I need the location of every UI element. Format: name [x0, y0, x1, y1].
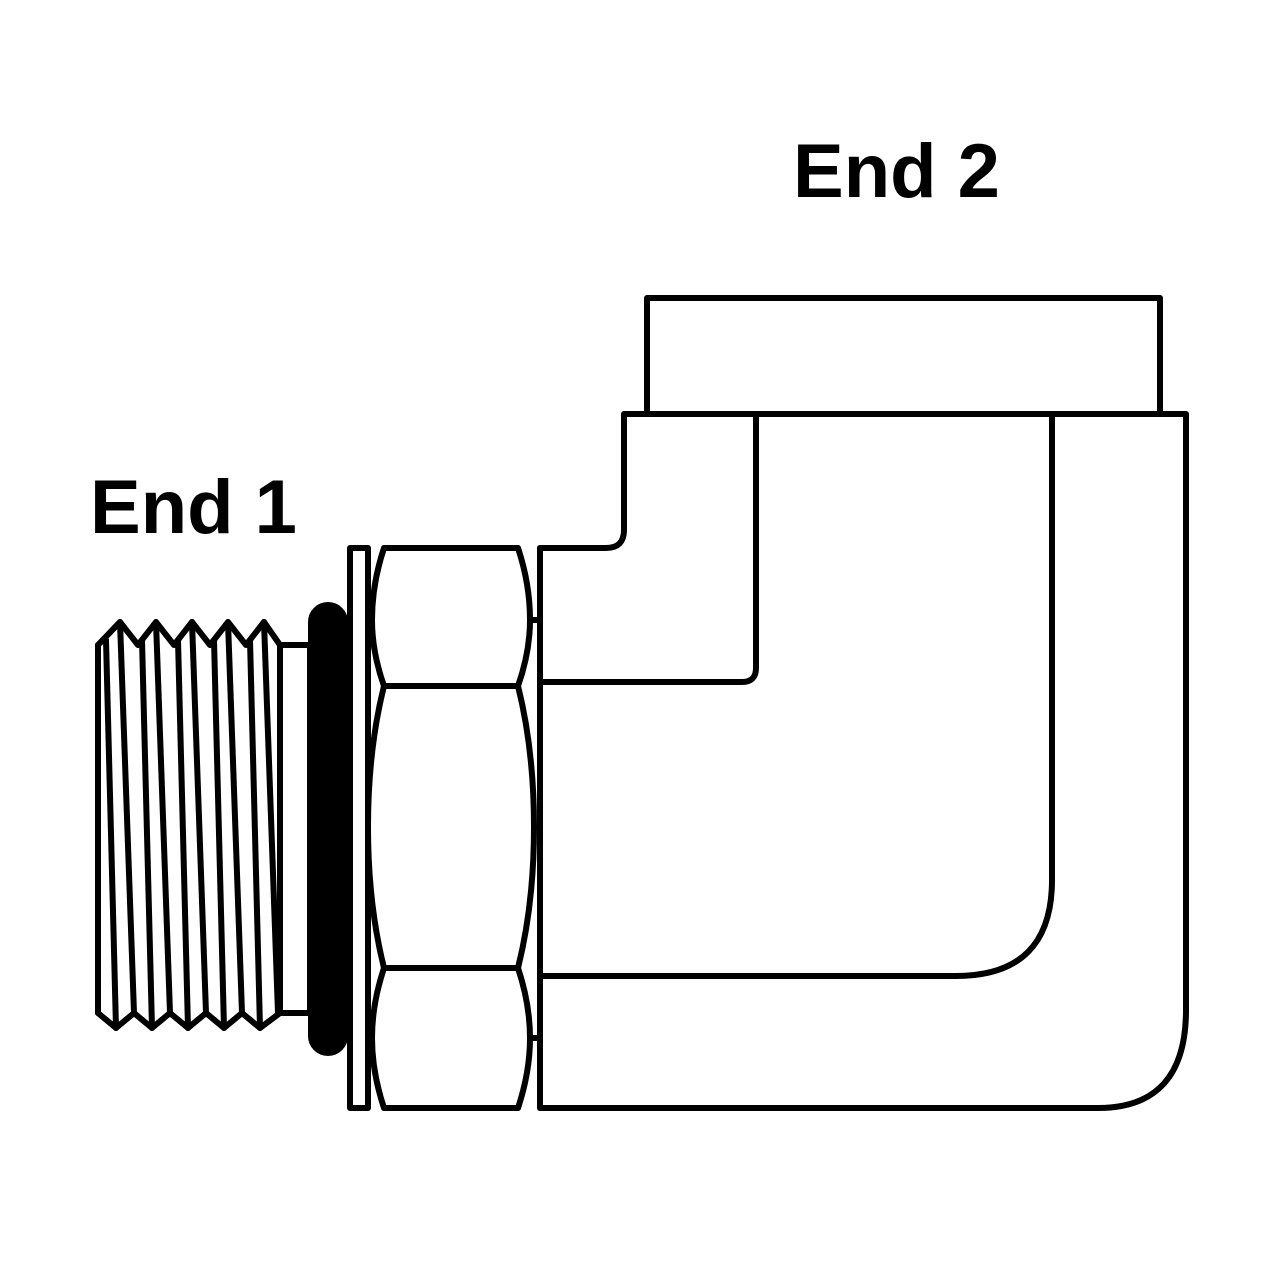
- end-2-label: End 2: [793, 129, 1000, 214]
- washer-plate: [347, 545, 371, 1111]
- hex-nut: [365, 545, 543, 1111]
- o-ring: [308, 602, 348, 1056]
- elbow-body-outline: [537, 411, 1189, 1111]
- threaded-end: [95, 619, 283, 1031]
- end-1-label: End 1: [90, 465, 297, 550]
- thread-neck: [277, 642, 313, 1016]
- end-2-cap: [644, 295, 1163, 417]
- elbow-inner-bore: [537, 411, 1055, 979]
